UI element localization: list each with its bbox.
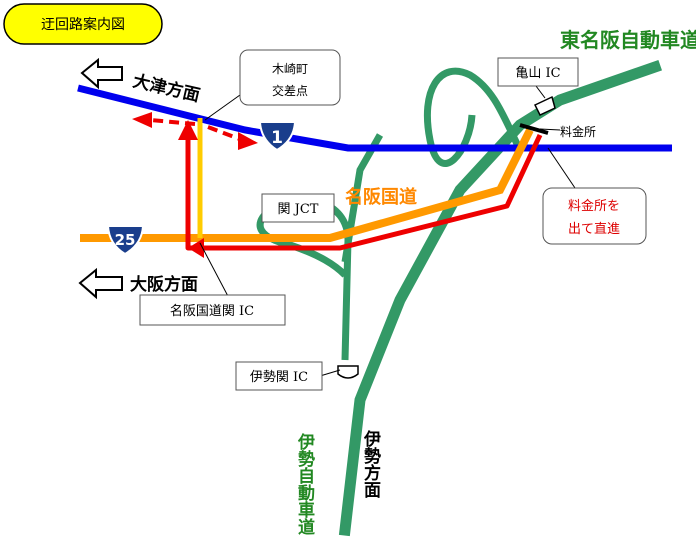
svg-text:25: 25: [115, 231, 136, 249]
otsu-arrow-icon: [80, 57, 123, 90]
iseseki-ic-marker: [337, 365, 359, 379]
iseseki-ic-box: [235, 361, 323, 391]
ise-direction-label: 伊勢方面: [360, 429, 382, 499]
seki-jct-box: [261, 193, 335, 223]
instruction-box: [542, 187, 647, 245]
kameyama-ic-marker: [533, 95, 556, 116]
detour-route: [185, 133, 543, 251]
higashi-meihan-label: 東名阪自動車道: [560, 28, 696, 52]
meihan-seki-ic-label: 名阪国道関 IC: [170, 303, 254, 319]
leader-lines: [199, 77, 576, 377]
iseseki-ic-label: 伊勢関 IC: [250, 370, 308, 385]
seki-jct-label: 関 JCT: [278, 202, 319, 217]
kizaki-box: [239, 49, 341, 106]
osaka-arrow-icon: [78, 267, 123, 300]
kizaki-direction-arrows: [132, 112, 258, 150]
title-box: [3, 3, 163, 45]
kameyama-ic-label: 亀山 IC: [515, 66, 560, 81]
tollgate-label: 料金所: [560, 124, 596, 139]
kizaki-label-2: 交差点: [272, 83, 308, 98]
svg-text:1: 1: [271, 128, 283, 148]
meihan-road-line: [80, 128, 534, 242]
instruction-line1: 料金所を: [568, 198, 620, 214]
instruction-line2: 出て直進: [568, 222, 620, 237]
seki-jct-ramp: [256, 195, 352, 361]
detour-arrowhead-up: [178, 120, 198, 140]
page-title: 迂回路案内図: [41, 16, 125, 33]
ise-expressway-label: 伊勢自動車道: [294, 432, 316, 535]
ise-expressway-line: [338, 59, 663, 537]
kameyama-ic-box: [497, 57, 579, 87]
route1-shield-icon: 1: [258, 121, 297, 152]
meihan-seki-ic-box: [139, 294, 286, 326]
route25-shield-icon: 25: [106, 225, 145, 256]
route1-line: [77, 84, 672, 152]
meihan-road-label: 名阪国道: [345, 186, 417, 208]
kameyama-ic-loop: [423, 67, 524, 167]
tollgate-marker: [519, 123, 549, 135]
kizaki-label-1: 木崎町: [272, 62, 308, 76]
osaka-direction-label: 大阪方面: [130, 274, 198, 295]
